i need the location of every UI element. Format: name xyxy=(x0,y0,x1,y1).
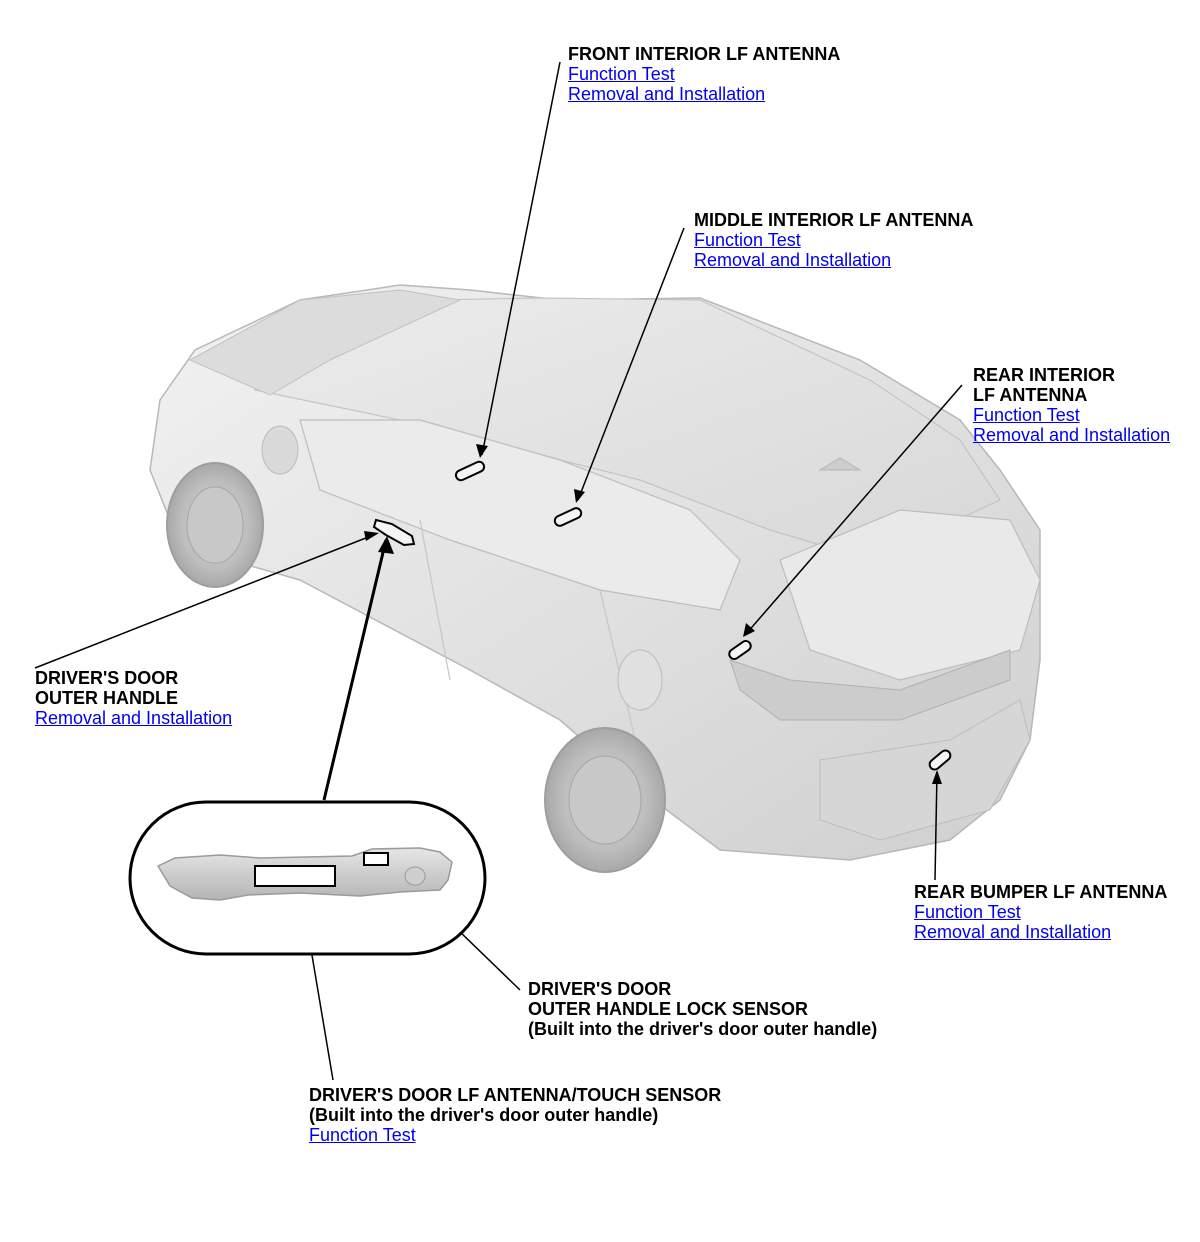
middle-interior-title: MIDDLE INTERIOR LF ANTENNA xyxy=(694,210,974,230)
front-interior-function-test-link[interactable]: Function Test xyxy=(568,64,675,84)
touch-sensor-title-line-2: (Built into the driver's door outer hand… xyxy=(309,1105,659,1125)
touch-sensor-box xyxy=(254,865,336,887)
outer-handle-title-line-2: OUTER HANDLE xyxy=(35,688,178,708)
front-interior-title: FRONT INTERIOR LF ANTENNA xyxy=(568,44,841,64)
lock-sensor-title-line-1: DRIVER'S DOOR xyxy=(528,979,672,999)
outer-handle-removal-link[interactable]: Removal and Installation xyxy=(35,708,233,728)
lock-sensor-callout: DRIVER'S DOOR OUTER HANDLE LOCK SENSOR (… xyxy=(528,979,877,1039)
rear-bumper-callout: REAR BUMPER LF ANTENNA Function Test Rem… xyxy=(914,882,1167,942)
front-interior-antenna-marker xyxy=(454,460,486,482)
lock-sensor-box xyxy=(363,852,389,866)
front-wheel xyxy=(166,462,264,588)
middle-interior-removal-link[interactable]: Removal and Installation xyxy=(694,250,892,270)
middle-interior-callout: MIDDLE INTERIOR LF ANTENNA Function Test… xyxy=(694,210,973,270)
rear-wheel xyxy=(544,727,666,873)
front-interior-removal-link[interactable]: Removal and Installation xyxy=(568,84,766,104)
middle-interior-function-test-link[interactable]: Function Test xyxy=(694,230,801,250)
outer-handle-callout: DRIVER'S DOOR OUTER HANDLE Removal and I… xyxy=(35,668,232,728)
handle-zoom-inset xyxy=(128,800,487,956)
rear-bumper-antenna-marker xyxy=(928,749,952,771)
door-handle-marker xyxy=(372,518,416,547)
rear-interior-title-line-2: LF ANTENNA xyxy=(973,385,1088,405)
rear-interior-antenna-marker xyxy=(728,639,752,661)
middle-interior-antenna-marker xyxy=(553,507,583,527)
lock-sensor-title-line-2: OUTER HANDLE LOCK SENSOR xyxy=(528,999,809,1019)
touch-sensor-callout: DRIVER'S DOOR LF ANTENNA/TOUCH SENSOR (B… xyxy=(309,1085,721,1145)
vehicle-body xyxy=(149,284,1041,861)
rear-interior-title-line-1: REAR INTERIOR xyxy=(973,365,1116,385)
touch-sensor-title-line-1: DRIVER'S DOOR LF ANTENNA/TOUCH SENSOR xyxy=(309,1085,722,1105)
rear-bumper-title: REAR BUMPER LF ANTENNA xyxy=(914,882,1168,902)
touch-sensor-function-test-link[interactable]: Function Test xyxy=(309,1125,416,1145)
rear-interior-function-test-link[interactable]: Function Test xyxy=(973,405,1080,425)
outer-handle-title-line-1: DRIVER'S DOOR xyxy=(35,668,179,688)
rear-bumper-removal-link[interactable]: Removal and Installation xyxy=(914,922,1112,942)
lock-sensor-title-line-3: (Built into the driver's door outer hand… xyxy=(528,1019,878,1039)
rear-bumper-function-test-link[interactable]: Function Test xyxy=(914,902,1021,922)
front-interior-callout: FRONT INTERIOR LF ANTENNA Function Test … xyxy=(568,44,840,104)
rear-interior-callout: REAR INTERIOR LF ANTENNA Function Test R… xyxy=(973,365,1170,445)
rear-interior-removal-link[interactable]: Removal and Installation xyxy=(973,425,1171,445)
